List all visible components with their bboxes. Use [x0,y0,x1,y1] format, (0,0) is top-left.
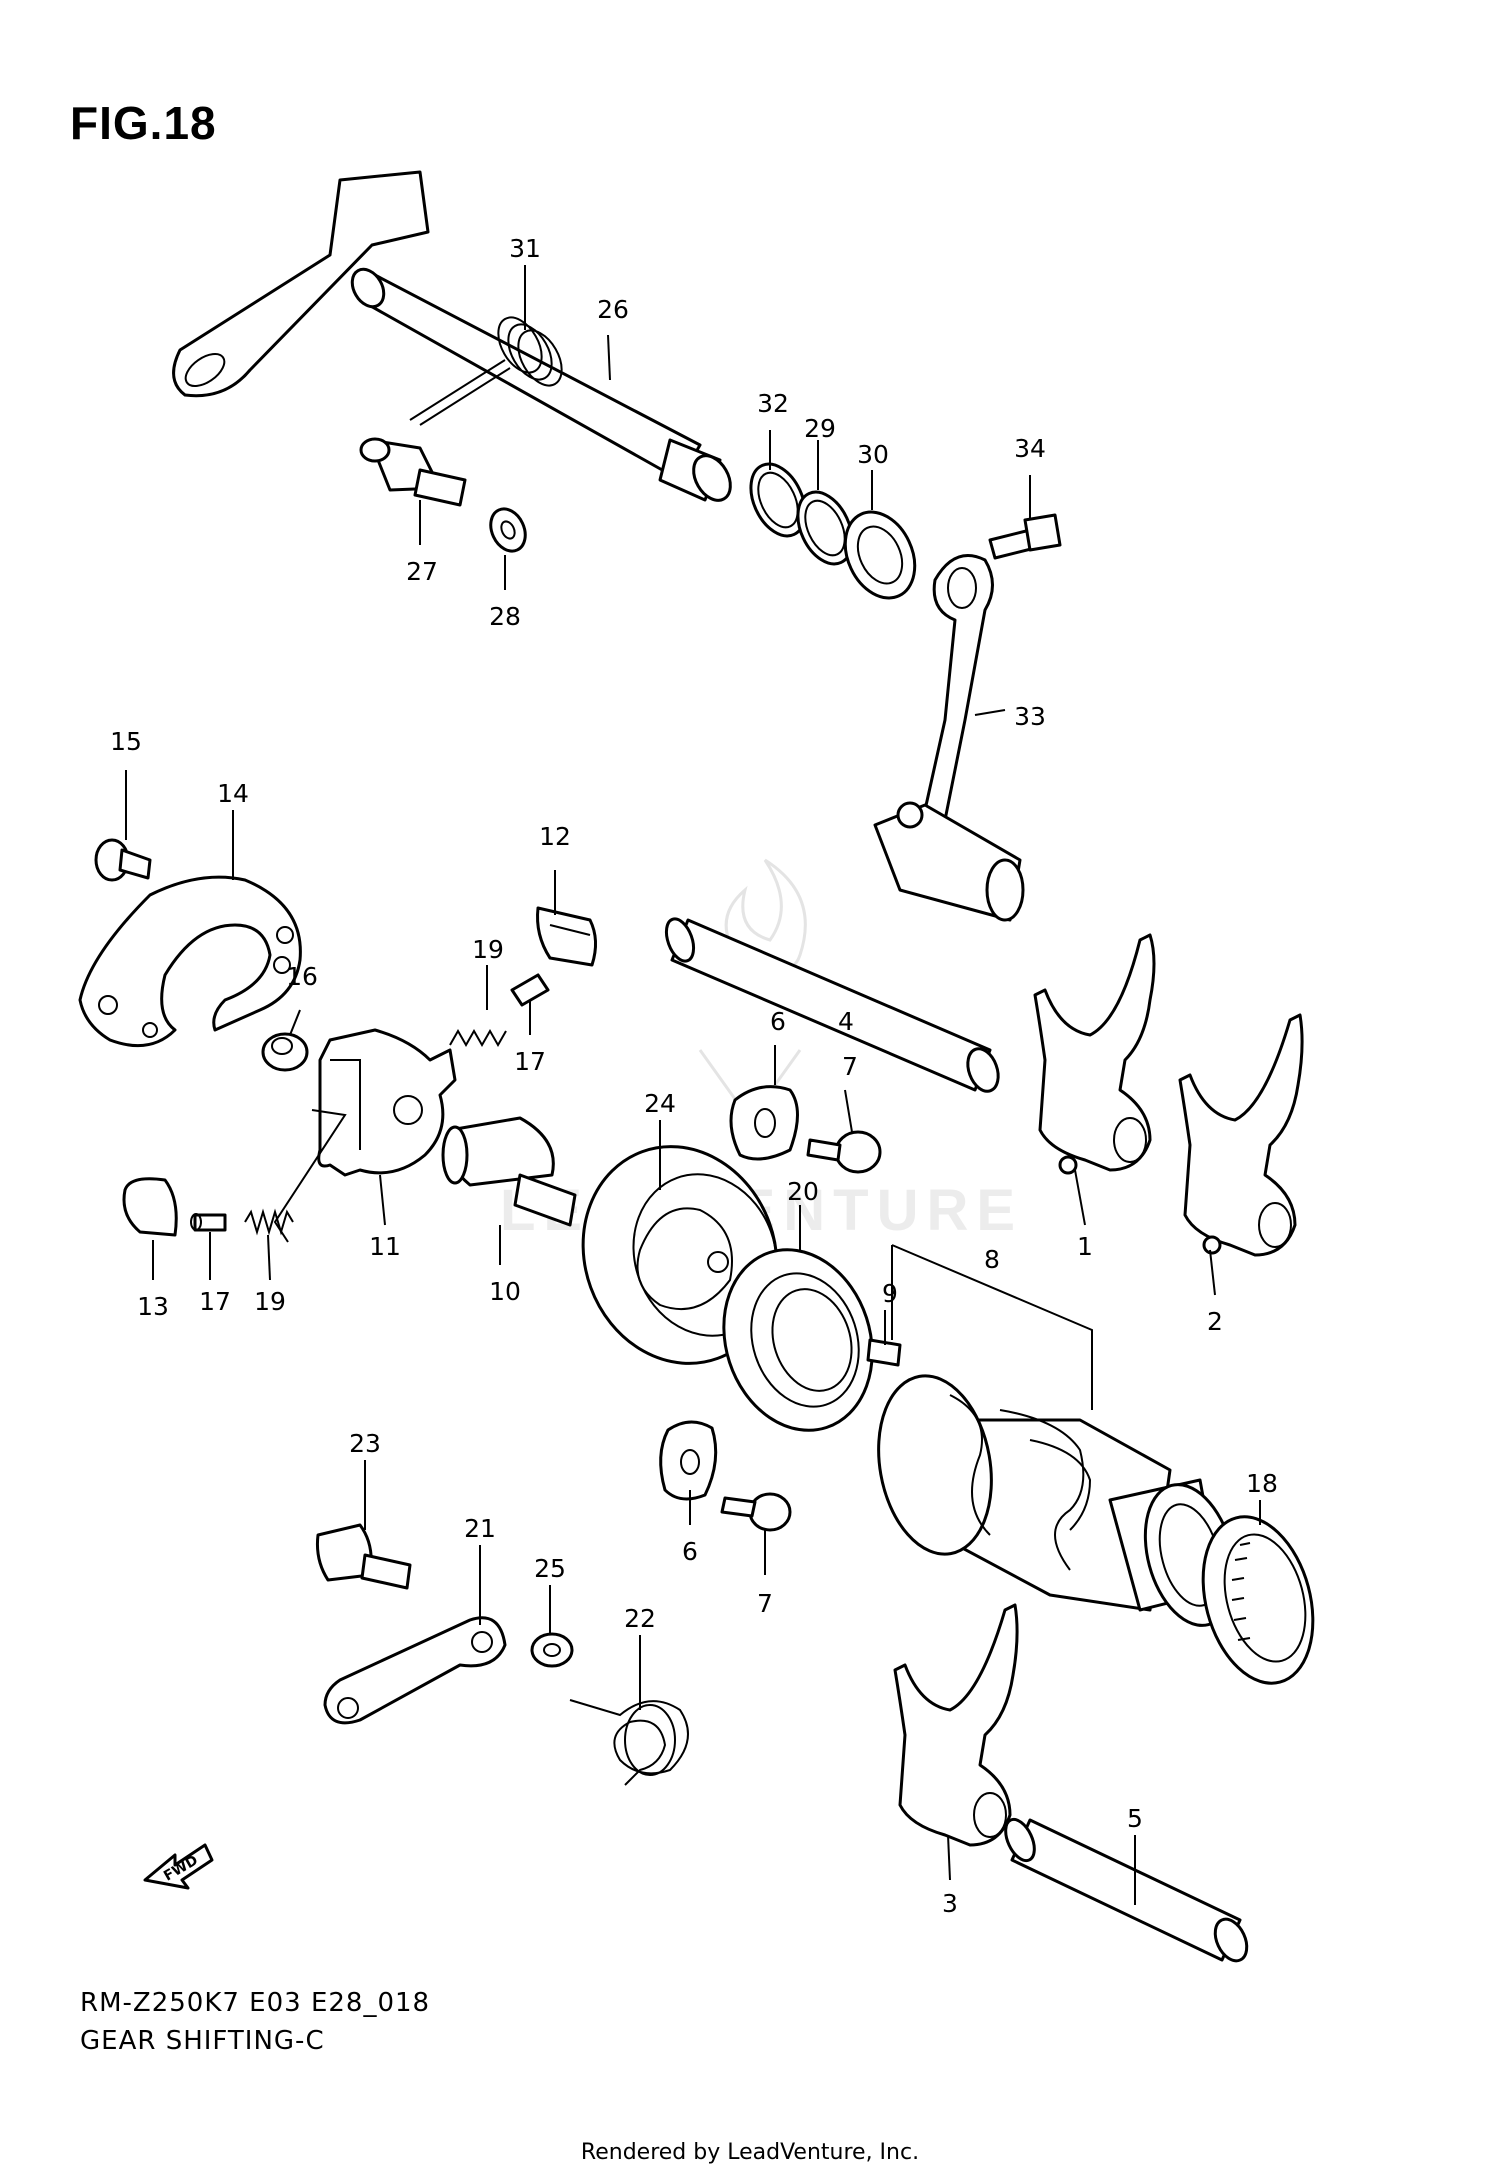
label-8[interactable]: 8 [984,1245,1000,1274]
label-2[interactable]: 2 [1207,1307,1223,1336]
pawl-spring-19-upper[interactable] [449,1028,507,1048]
shift-fork-1[interactable] [1033,933,1156,1175]
cam-bolt-10[interactable] [441,1116,577,1227]
label-28[interactable]: 28 [489,602,521,631]
cam-driven-gear-11[interactable] [317,1028,457,1177]
bearing-20[interactable] [701,1230,895,1449]
fwd-arrow-icon: FWD [143,1843,214,1890]
pawl-pin-17-upper[interactable] [510,973,550,1007]
label-31[interactable]: 31 [509,234,541,263]
gearshift-lever-33[interactable] [873,554,1025,922]
label-6-lower[interactable]: 6 [682,1537,698,1566]
part-labels: 31 26 32 29 30 34 33 27 28 15 14 12 16 1… [110,234,1278,1918]
needle-bearing-18[interactable] [1186,1504,1330,1695]
label-11[interactable]: 11 [369,1232,401,1261]
fork-shaft-4[interactable] [661,915,1003,1095]
return-spring-31[interactable] [409,310,571,426]
bolt-23[interactable] [316,1523,412,1590]
label-30[interactable]: 30 [857,440,889,469]
screw-15[interactable] [94,838,152,882]
bolt-34[interactable] [988,513,1062,560]
stopper-6-upper[interactable] [729,1085,799,1161]
label-34[interactable]: 34 [1014,434,1046,463]
label-13[interactable]: 13 [137,1292,169,1321]
label-23[interactable]: 23 [349,1429,381,1458]
label-19-upper[interactable]: 19 [472,935,504,964]
render-credit: Rendered by LeadVenture, Inc. [580,2140,920,2165]
label-24[interactable]: 24 [644,1089,676,1118]
stopper-spring-22[interactable] [569,1699,689,1786]
label-9[interactable]: 9 [882,1279,898,1308]
oil-seal-30[interactable] [832,501,928,610]
washer-25[interactable] [530,1632,574,1668]
gearshift-cam-8[interactable] [865,1367,1249,1636]
stopper-6-lower[interactable] [659,1420,718,1501]
label-32[interactable]: 32 [757,389,789,418]
label-15[interactable]: 15 [110,727,142,756]
section-name: GEAR SHIFTING-C [80,2026,325,2056]
label-16[interactable]: 16 [286,962,318,991]
shift-fork-2[interactable] [1178,1013,1304,1257]
label-7-lower[interactable]: 7 [757,1589,773,1618]
shift-shaft-26[interactable] [172,170,738,507]
label-17-upper[interactable]: 17 [514,1047,546,1076]
label-25[interactable]: 25 [534,1554,566,1583]
label-3[interactable]: 3 [942,1889,958,1918]
model-code: RM-Z250K7 E03 E28_018 [80,1988,431,2018]
fork-shaft-5[interactable] [1000,1815,1253,1966]
screw-7-upper[interactable] [806,1130,882,1174]
leader-lines [125,265,1261,1905]
label-20[interactable]: 20 [787,1177,819,1206]
pawl-pin-17-lower[interactable] [190,1213,227,1232]
shift-pawl-13[interactable] [122,1177,178,1237]
washer-28[interactable] [484,503,532,556]
label-22[interactable]: 22 [624,1604,656,1633]
collar-16[interactable] [261,1032,309,1072]
figure-title: FIG.18 [70,97,217,149]
label-33[interactable]: 33 [1014,702,1046,731]
label-10[interactable]: 10 [489,1277,521,1306]
circlip-32[interactable] [740,455,816,544]
stopper-plate-14[interactable] [78,875,302,1048]
label-6-upper[interactable]: 6 [770,1007,786,1036]
bolt-27[interactable] [359,437,467,507]
label-4[interactable]: 4 [838,1007,854,1036]
label-5[interactable]: 5 [1127,1804,1143,1833]
stopper-arm-21[interactable] [323,1616,507,1725]
label-7-upper[interactable]: 7 [842,1052,858,1081]
label-29[interactable]: 29 [804,414,836,443]
label-19-lower[interactable]: 19 [254,1287,286,1316]
pawl-spring-19-lower[interactable] [244,1208,294,1236]
label-17-lower[interactable]: 17 [199,1287,231,1316]
label-14[interactable]: 14 [217,779,249,808]
label-1[interactable]: 1 [1077,1232,1093,1261]
label-12[interactable]: 12 [539,822,571,851]
shift-fork-3[interactable] [893,1603,1019,1847]
shift-pawl-12[interactable] [536,906,597,967]
label-18[interactable]: 18 [1246,1469,1278,1498]
pin-9[interactable] [866,1338,902,1367]
washer-29[interactable] [787,483,863,572]
label-21[interactable]: 21 [464,1514,496,1543]
screw-7-lower[interactable] [720,1492,792,1532]
label-27[interactable]: 27 [406,557,438,586]
label-26[interactable]: 26 [597,295,629,324]
